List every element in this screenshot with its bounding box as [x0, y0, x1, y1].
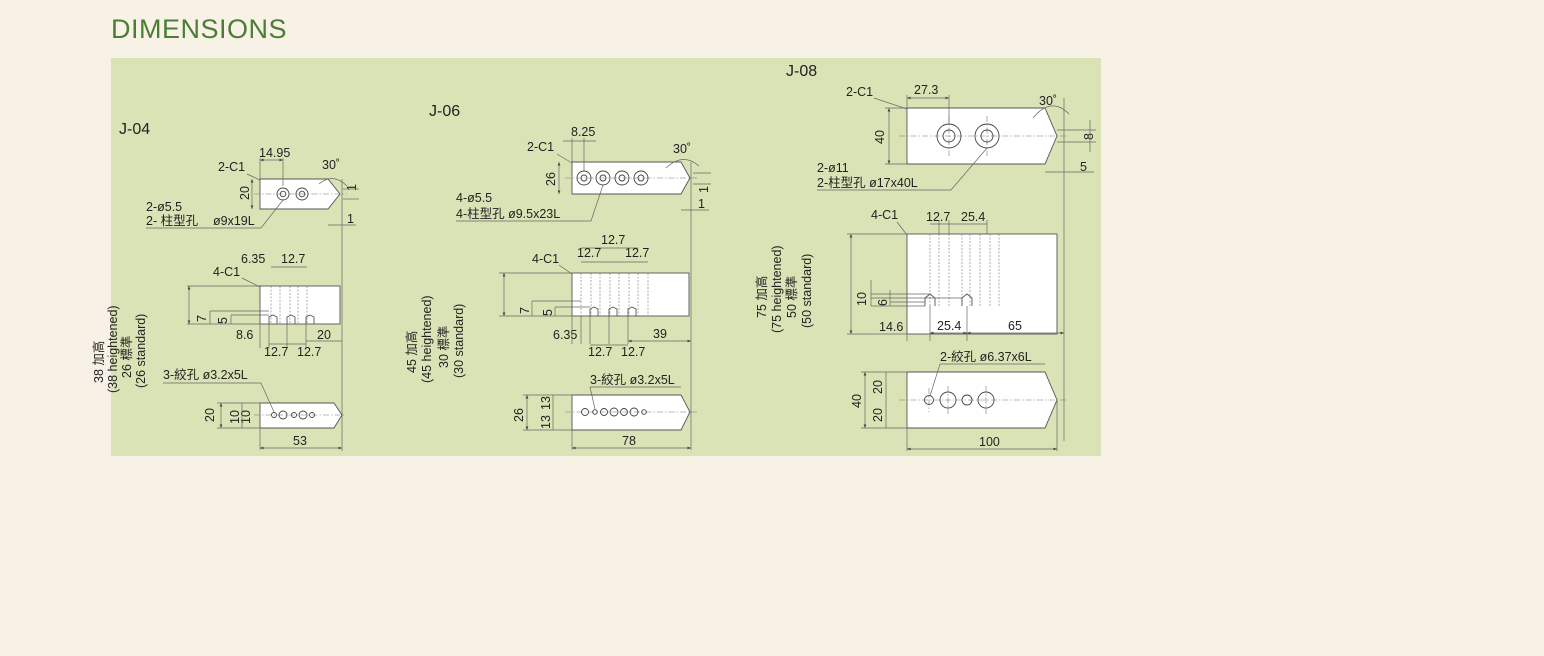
- dimension-label: 13: [539, 396, 553, 410]
- dimension-label: 8: [1082, 133, 1096, 140]
- dimension-label: 1: [345, 184, 359, 191]
- dimension-label: 20: [317, 328, 331, 342]
- dimension-label: 10: [228, 410, 242, 424]
- j06-bottom-view: [571, 394, 691, 431]
- dimension-label: 2-ø5.5: [146, 200, 182, 214]
- dimension-label: 14.6: [879, 320, 903, 334]
- dimension-label: (75 heightened): [770, 245, 784, 333]
- j04-bottom-view: [259, 402, 343, 429]
- dimension-label: 26 標準: [119, 336, 134, 378]
- dimension-label: 6.35: [553, 328, 577, 342]
- dimension-drawings: J-04 14.95 2-C1 30˚ 20 2-ø5.5 2- 柱型孔 ø9x…: [91, 63, 1096, 451]
- dimension-label: 20: [871, 408, 885, 422]
- dimension-label: 30˚: [673, 142, 691, 156]
- dimension-label: 13: [539, 415, 553, 429]
- dimension-label: 78: [622, 434, 636, 448]
- dimension-label: 4-C1: [871, 208, 898, 222]
- dimension-label: 7: [195, 315, 209, 322]
- dimension-label: 30˚: [1039, 94, 1057, 108]
- j06-side-view: [571, 272, 690, 317]
- page-title: DIMENSIONS: [111, 14, 288, 44]
- dimension-label: 40: [850, 394, 864, 408]
- dimension-label: 5: [541, 309, 555, 316]
- dimension-label: 12.7: [601, 233, 625, 247]
- dimension-label: 39: [653, 327, 667, 341]
- dimension-label: 12.7: [621, 345, 645, 359]
- dimension-label: 5: [216, 317, 230, 324]
- dimension-label: 38 加高: [91, 341, 106, 383]
- dimension-label: 25.4: [961, 210, 985, 224]
- dimension-label: 7: [518, 307, 532, 314]
- j08-side-view: [906, 233, 1058, 335]
- dimension-label: ø9x19L: [213, 214, 255, 228]
- dimension-label: 45 加高: [404, 331, 419, 373]
- dimension-label: (26 standard): [134, 314, 148, 388]
- dimension-label: 53: [293, 434, 307, 448]
- dimension-label: 10: [855, 292, 869, 306]
- dimension-label: 2-C1: [218, 160, 245, 174]
- dimension-label: 2- 柱型孔: [146, 213, 199, 228]
- dimension-label: 4-C1: [532, 252, 559, 266]
- dimension-label: 3-絞孔 ø3.2x5L: [163, 367, 248, 382]
- dimension-label: 12.7: [926, 210, 950, 224]
- dimension-label: 6.35: [241, 252, 265, 266]
- dimension-label: 2-柱型孔 ø17x40L: [817, 175, 918, 190]
- model-label-j08: J-08: [786, 63, 817, 80]
- dimension-label: 1: [347, 212, 354, 226]
- dimension-label: 2-C1: [527, 140, 554, 154]
- dimension-label: 8.6: [236, 328, 253, 342]
- dimension-label: 10: [239, 410, 253, 424]
- dimension-label: (50 standard): [800, 254, 814, 328]
- dimension-label: 12.7: [297, 345, 321, 359]
- dimension-label: 20: [203, 408, 217, 422]
- dimension-label: 2-絞孔 ø6.37x6L: [940, 349, 1032, 364]
- dimension-label: 65: [1008, 319, 1022, 333]
- drawing-j04: J-04 14.95 2-C1 30˚ 20 2-ø5.5 2- 柱型孔 ø9x…: [91, 121, 359, 451]
- dimension-label: 4-C1: [213, 265, 240, 279]
- model-label-j06: J-06: [429, 103, 460, 120]
- dimension-label: 20: [871, 380, 885, 394]
- dimension-label: 12.7: [625, 246, 649, 260]
- dimension-label: 75 加高: [754, 276, 769, 318]
- dimension-label: 20: [238, 186, 252, 200]
- dimension-label: 12.7: [588, 345, 612, 359]
- dimension-label: 25.4: [937, 319, 961, 333]
- dimension-label: 100: [979, 435, 1000, 449]
- drawing-j08: J-08 27.3 2-C1 30˚ 40 8 5 2-ø11 2-柱型孔 ø1…: [754, 63, 1096, 451]
- dimension-label: 12.7: [264, 345, 288, 359]
- dimension-label: (38 heightened): [106, 305, 120, 393]
- dimension-label: 4-柱型孔 ø9.5x23L: [456, 206, 560, 221]
- dimension-label: 30 標準: [436, 326, 451, 368]
- model-label-j04: J-04: [119, 121, 150, 138]
- dimension-label: 4-ø5.5: [456, 191, 492, 205]
- dimension-label: 12.7: [577, 246, 601, 260]
- dimension-label: 26: [512, 408, 526, 422]
- dimension-label: 3-絞孔 ø3.2x5L: [590, 372, 675, 387]
- dimension-label: 2-C1: [846, 85, 873, 99]
- dimension-drawing-panel: J-04 14.95 2-C1 30˚ 20 2-ø5.5 2- 柱型孔 ø9x…: [91, 58, 1101, 456]
- dimension-label: 6: [876, 299, 890, 306]
- dimension-label: 2-ø11: [817, 161, 849, 175]
- dimension-label: (30 standard): [452, 304, 466, 378]
- dimension-label: 14.95: [259, 146, 290, 160]
- dimension-label: 12.7: [281, 252, 305, 266]
- dimension-label: 50 標準: [784, 276, 799, 318]
- dimension-label: 1: [697, 186, 711, 193]
- dimension-label: 40: [873, 130, 887, 144]
- dimension-label: 30˚: [322, 158, 340, 172]
- dimension-label: (45 heightened): [420, 295, 434, 383]
- dimension-label: 26: [544, 172, 558, 186]
- dimension-label: 27.3: [914, 83, 938, 97]
- j04-side-view: [259, 285, 341, 325]
- drawing-j06: J-06 8.25 2-C1 30˚ 26 4-ø5.5 4-柱型孔 ø9.5x…: [404, 103, 711, 450]
- dimension-label: 1: [698, 197, 705, 211]
- dimension-label: 5: [1080, 160, 1087, 174]
- dimension-label: 8.25: [571, 125, 595, 139]
